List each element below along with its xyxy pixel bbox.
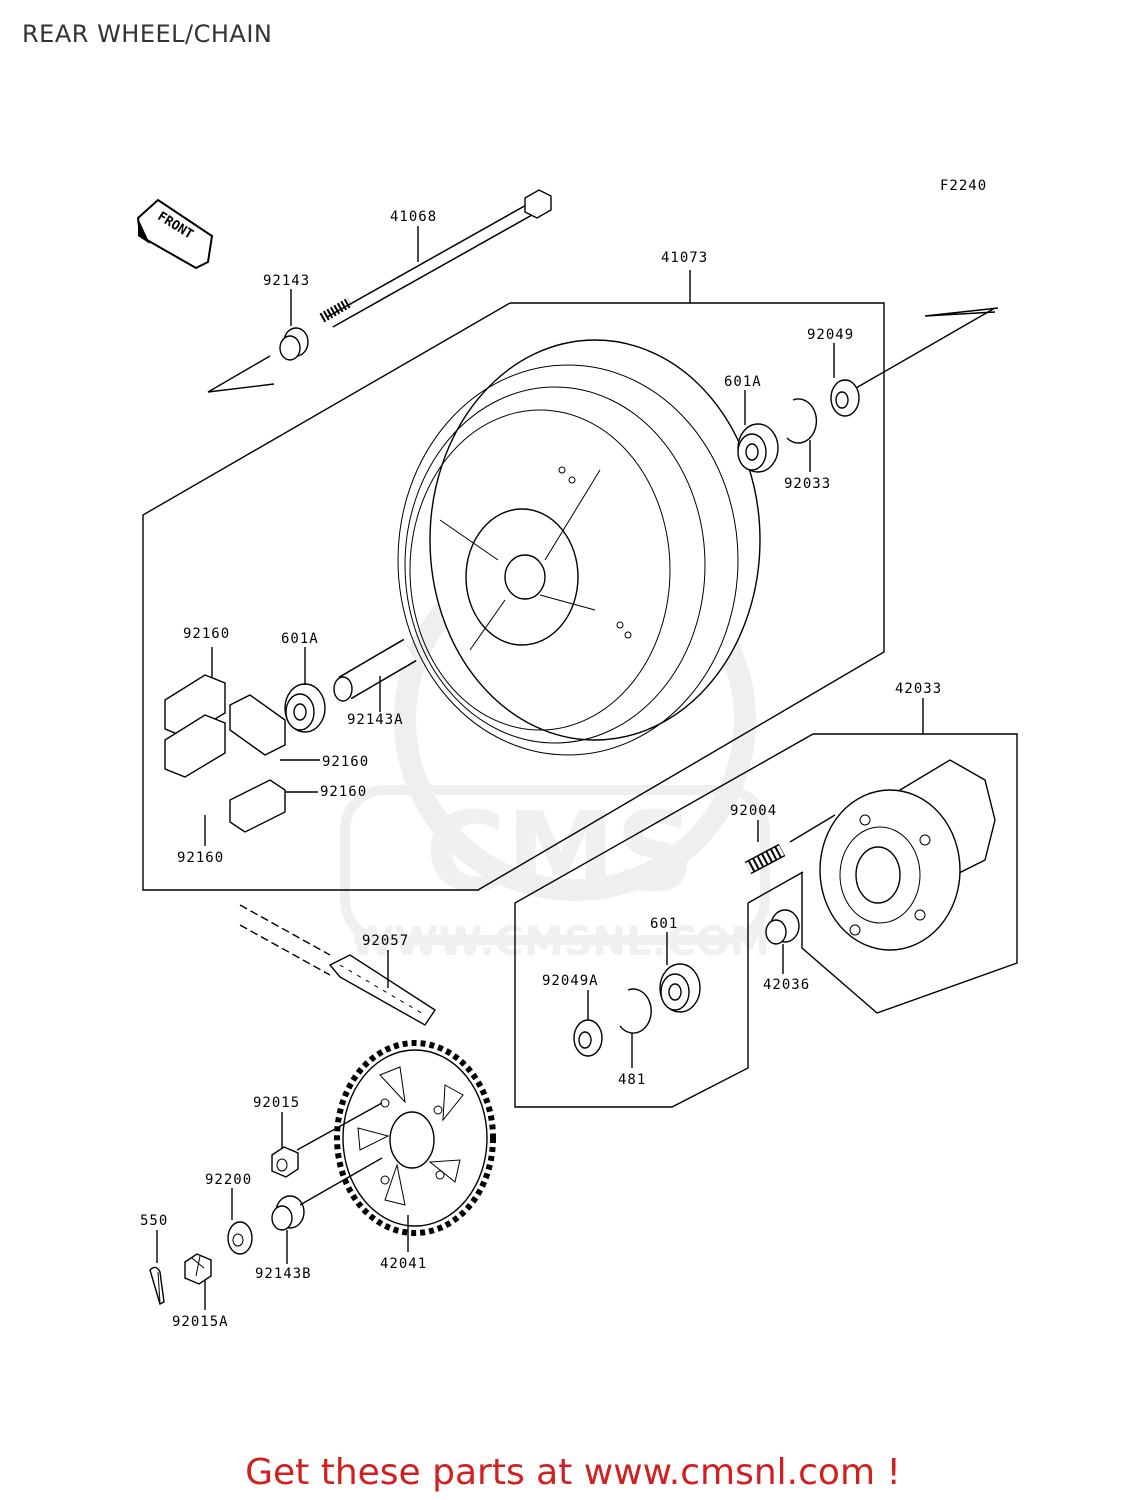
- bearing-601a-lower: [284, 683, 326, 733]
- dampers-92160: [164, 674, 286, 833]
- part-label: 41073: [661, 250, 708, 266]
- part-label: 92143A: [347, 712, 404, 728]
- figure-code: F2240: [940, 178, 987, 194]
- part-label: 92049A: [542, 973, 599, 989]
- wheel-41073: [397, 339, 761, 756]
- page-title: REAR WHEEL/CHAIN: [22, 20, 273, 48]
- collar-92143b: [271, 1195, 305, 1231]
- part-label: 601: [650, 916, 678, 932]
- watermark-url: WWW.CMSNL.COM: [350, 919, 770, 965]
- bearing-601a-upper: [737, 423, 779, 473]
- part-label: 92015: [253, 1095, 300, 1111]
- part-label: 92160: [322, 754, 369, 770]
- part-label: 42041: [380, 1256, 427, 1272]
- seal-92049: [830, 379, 860, 417]
- stud-92004: [744, 843, 786, 875]
- sleeve-92143a: [333, 638, 417, 702]
- part-label: 92143B: [255, 1266, 312, 1282]
- part-label: 481: [618, 1072, 646, 1088]
- part-label: 92160: [320, 784, 367, 800]
- part-label: 41068: [390, 209, 437, 225]
- part-label: 601A: [281, 631, 319, 647]
- part-label: 550: [140, 1213, 168, 1229]
- bearing-group-outline: [514, 733, 814, 1108]
- part-label: 92004: [730, 803, 777, 819]
- part-label: 92057: [362, 933, 409, 949]
- collar-42036: [765, 909, 800, 945]
- part-labels: 41068 92143 41073 92049 601A 92033 92160…: [140, 209, 942, 1330]
- bearing-601: [659, 963, 701, 1013]
- part-label: 92160: [183, 626, 230, 642]
- part-label: 92160: [177, 850, 224, 866]
- front-arrow-icon: FRONT: [136, 198, 214, 270]
- part-label: 42033: [895, 681, 942, 697]
- nut-92015: [271, 1146, 299, 1178]
- part-label: 601A: [724, 374, 762, 390]
- footer-link-text[interactable]: Get these parts at www.cmsnl.com !: [245, 1452, 901, 1493]
- castle-nut-92015a: [184, 1253, 212, 1285]
- chain-92057: [239, 904, 436, 1026]
- cotter-pin-550: [149, 1266, 165, 1306]
- part-label: 92033: [784, 476, 831, 492]
- part-label: 92143: [263, 273, 310, 289]
- watermark-brand: CMS: [425, 788, 694, 916]
- circlip-92033: [786, 398, 818, 444]
- sprocket-carrier-42033: [819, 759, 996, 951]
- collar-92143: [279, 327, 309, 361]
- part-label: 92200: [205, 1172, 252, 1188]
- part-label: 92015A: [172, 1314, 229, 1330]
- washer-92200: [227, 1221, 253, 1255]
- sprocket-42041: [334, 1040, 496, 1236]
- part-label: 42036: [763, 977, 810, 993]
- watermark: CMS WWW.CMSNL.COM: [340, 539, 770, 965]
- circlip-481: [619, 988, 652, 1034]
- part-label: 92049: [807, 327, 854, 343]
- hub-group-outline: [801, 733, 1018, 1014]
- wheel-group-outline: [142, 302, 885, 891]
- axle-41068: [319, 189, 552, 328]
- seal-92049a: [573, 1019, 603, 1057]
